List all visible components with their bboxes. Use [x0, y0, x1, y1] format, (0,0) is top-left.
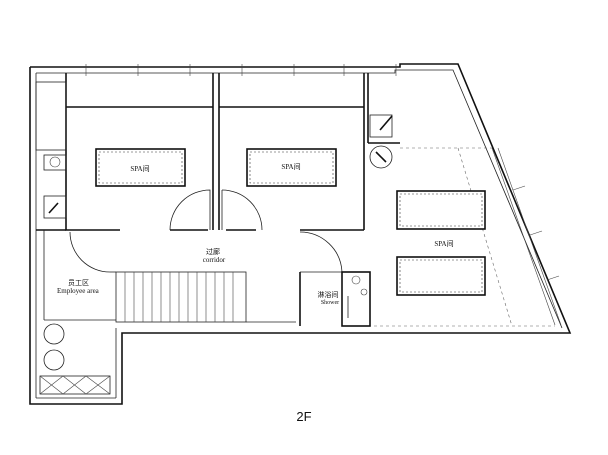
- massage-bed-2: [246, 148, 337, 187]
- door-swings: [69, 189, 343, 273]
- storage-round-1: [43, 323, 65, 345]
- massage-bed-4: [396, 256, 486, 296]
- spa-room-2: [218, 73, 365, 231]
- shower-room: [299, 271, 371, 327]
- storage-round-2: [43, 349, 65, 371]
- label-spa-room-1: SPA间: [130, 165, 149, 173]
- round-sink: [369, 145, 393, 169]
- employee-storage: [39, 319, 116, 395]
- right-glazing: [491, 147, 562, 326]
- top-windows: [85, 64, 397, 76]
- massage-bed-3: [396, 190, 486, 230]
- outer-walls: [29, 63, 572, 405]
- label-shower-en: Shower: [321, 300, 339, 306]
- label-employee-cn: 员工区: [68, 279, 89, 287]
- label-corridor-cn: 过廊: [206, 247, 220, 256]
- massage-bed-1: [95, 148, 186, 187]
- floor-label: 2F: [296, 409, 311, 424]
- sink-fixture: [369, 114, 393, 138]
- label-corridor-en: corridor: [203, 256, 226, 264]
- label-spa-room-2: SPA间: [281, 163, 300, 171]
- label-shower-cn: 淋浴间: [318, 290, 339, 299]
- left-service: [35, 81, 67, 320]
- spa-room-3: [367, 73, 555, 327]
- staircase: [110, 271, 296, 323]
- spa-room-1: [65, 73, 214, 231]
- label-employee-en: Employee area: [57, 287, 100, 295]
- label-spa-room-3: SPA间: [434, 240, 453, 248]
